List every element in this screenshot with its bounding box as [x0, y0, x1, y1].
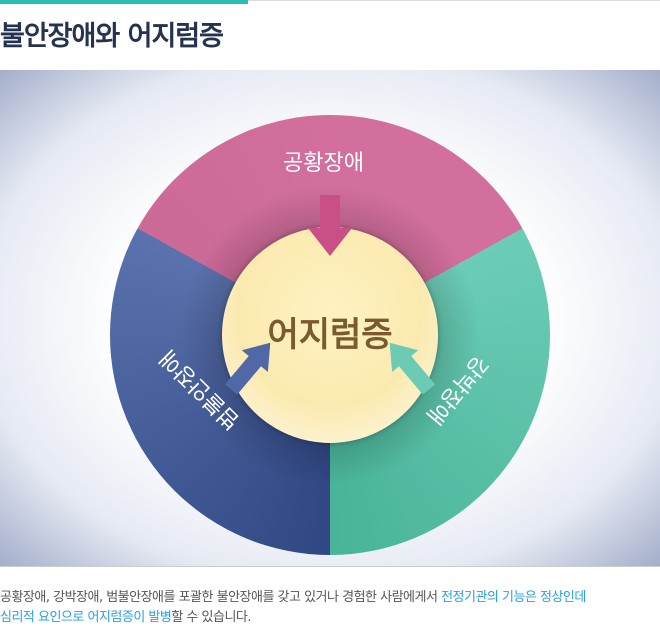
arrow-down-icon — [308, 195, 352, 256]
description-text: 할 수 있습니다. — [171, 610, 252, 625]
title-accent-bar — [0, 0, 248, 4]
center-label: 어지럼증 — [267, 315, 393, 355]
description-highlight: 심리적 요인으로 어지럼증이 발병 — [0, 610, 172, 625]
page-title: 불안장애와 어지럼증 — [0, 21, 224, 52]
description-text: 공황장애, 강박장애, 범불안장애를 포괄한 불안장애를 갖고 있거나 경험한 … — [0, 590, 442, 605]
description: 공황장애, 강박장애, 범불안장애를 포괄한 불안장애를 갖고 있거나 경험한 … — [0, 588, 586, 628]
arrow-up-left-icon — [389, 342, 436, 395]
description-highlight: 전정기관의 기능은 정상인데 — [441, 590, 586, 605]
arrow-up-right-icon — [224, 342, 271, 395]
segment-label-panic: 공황장애 — [283, 151, 364, 176]
divider — [248, 0, 660, 1]
center-circle: 어지럼증 — [222, 227, 438, 443]
